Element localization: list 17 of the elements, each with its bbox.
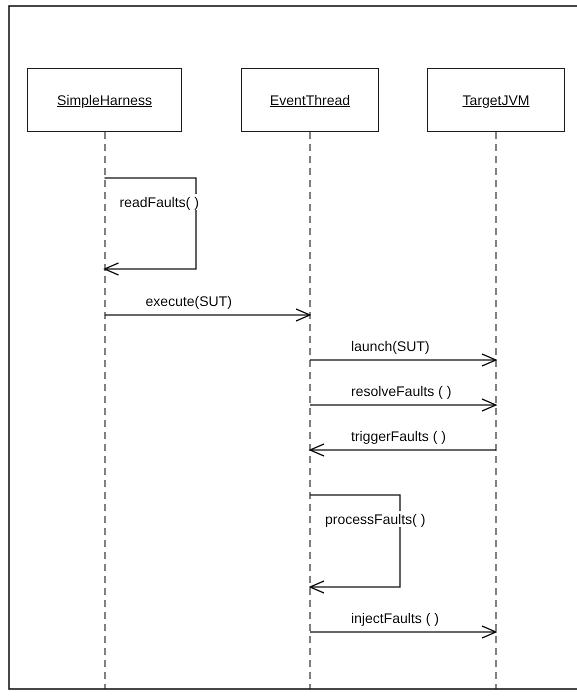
- message-label: readFaults( ): [118, 194, 200, 210]
- message-arrow: [310, 625, 497, 639]
- message-arrow: [104, 177, 197, 276]
- object-name: EventThread: [270, 92, 350, 108]
- message-arrow: [309, 443, 496, 457]
- message-arrow: [310, 353, 497, 367]
- message-label: processFaults( ): [324, 511, 426, 527]
- message-label: execute(SUT): [144, 293, 233, 309]
- message-label: injectFaults ( ): [350, 610, 440, 626]
- message-arrow: [104, 308, 311, 322]
- message-arrow: [310, 398, 497, 412]
- object-name: TargetJVM: [462, 92, 530, 108]
- message-label: triggerFaults ( ): [350, 428, 447, 444]
- message-label: resolveFaults ( ): [350, 383, 452, 399]
- message-arrow: [309, 494, 401, 594]
- object-name: SimpleHarness: [57, 92, 152, 108]
- message-label: launch(SUT): [350, 338, 431, 354]
